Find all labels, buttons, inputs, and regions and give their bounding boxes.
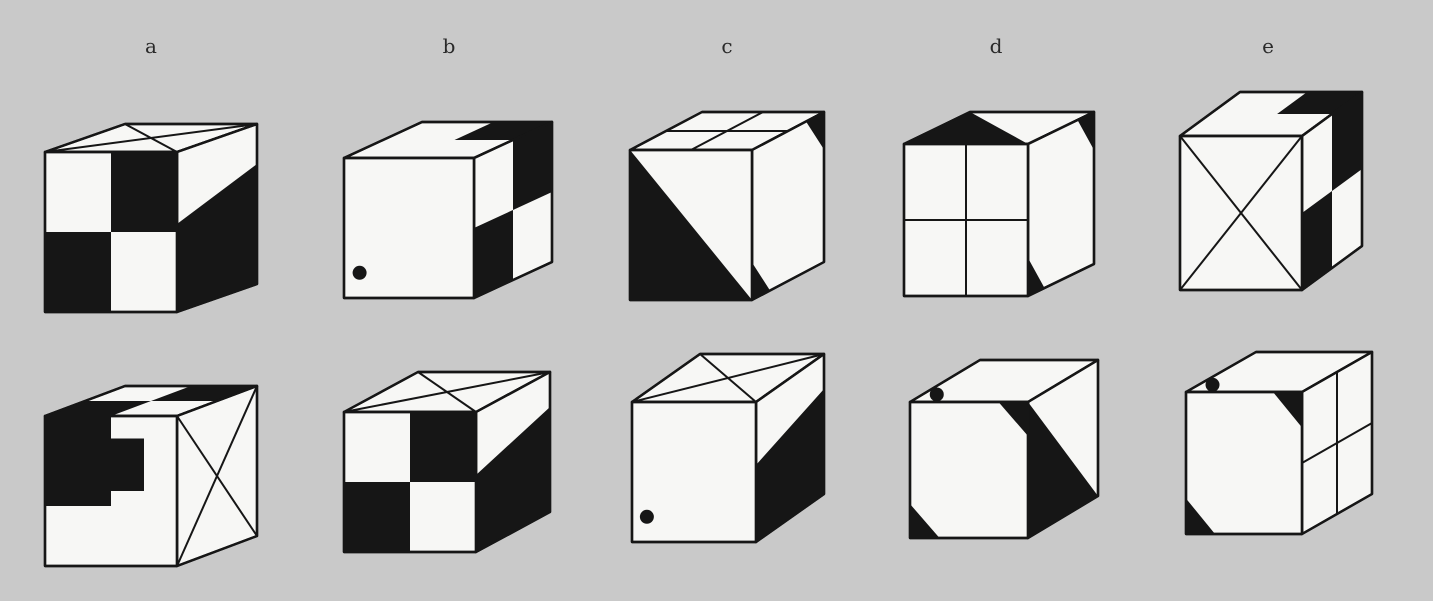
side-face-dark-triangle xyxy=(1028,258,1045,296)
top-face xyxy=(43,384,259,418)
top-face-dark-square xyxy=(454,122,552,140)
front-face-edge xyxy=(908,400,1030,540)
cube-e-top xyxy=(1178,90,1364,292)
top-face-dot xyxy=(929,387,944,402)
top-face-dark-square xyxy=(1277,92,1362,114)
front-face xyxy=(43,414,179,568)
front-face-edge xyxy=(1184,390,1304,536)
column-label-b: b xyxy=(442,34,456,58)
front-face-edge xyxy=(342,156,476,300)
column-label-e: e xyxy=(1262,34,1274,58)
front-face-dot xyxy=(352,265,367,280)
front-face-dark-triangle xyxy=(998,402,1028,436)
front-face xyxy=(1184,390,1304,536)
front-face-dark-region xyxy=(45,416,144,506)
front-face-dark-square xyxy=(45,232,111,312)
front-face-dot xyxy=(639,509,654,524)
front-face-edge xyxy=(43,414,179,568)
top-face-dot xyxy=(1205,377,1220,392)
front-face-dark-square xyxy=(410,412,476,482)
column-label-d: d xyxy=(989,34,1003,58)
side-face-dark-triangle xyxy=(752,262,770,300)
top-face-diagonal-line xyxy=(343,371,551,413)
front-face-diagonal-line xyxy=(1179,135,1303,291)
column-label-a: a xyxy=(145,34,157,58)
side-face-dark-square xyxy=(513,122,552,210)
side-face-dark-square xyxy=(474,210,513,298)
side-face xyxy=(754,352,826,544)
side-face xyxy=(1026,110,1096,298)
front-face-dark-triangle xyxy=(910,504,940,538)
side-face-dark-square xyxy=(1332,92,1362,191)
cube-e-bottom xyxy=(1184,350,1374,536)
front-face xyxy=(342,156,476,300)
front-face xyxy=(43,150,179,314)
side-face-divider-line xyxy=(1301,422,1373,464)
front-face-dark-triangle xyxy=(1186,498,1215,534)
side-face-dark-triangle xyxy=(1077,112,1094,150)
front-face-edge xyxy=(628,148,754,302)
side-face-dark-region xyxy=(756,389,824,542)
top-face xyxy=(902,110,1096,146)
top-face-dark-square xyxy=(151,386,257,401)
cube-d-bottom xyxy=(908,358,1100,540)
cube-b-top xyxy=(342,120,554,300)
side-face-dark-triangle xyxy=(806,112,824,150)
side-face-dark-triangle xyxy=(1028,402,1098,538)
top-face-diagonal-line xyxy=(631,353,825,403)
front-face-edge xyxy=(43,150,179,314)
front-face-dark-triangle xyxy=(630,150,752,300)
column-label-c: c xyxy=(721,34,733,58)
front-face-edge xyxy=(902,142,1030,298)
front-face xyxy=(908,400,1030,540)
front-face-dark-square xyxy=(344,482,410,552)
front-face xyxy=(1178,134,1304,292)
front-face xyxy=(342,410,478,554)
cube-c-bottom xyxy=(630,352,826,544)
top-face xyxy=(342,370,552,414)
front-face-edge xyxy=(1178,134,1304,292)
cube-b-bottom xyxy=(342,370,552,554)
side-face-dark-region xyxy=(476,407,550,552)
top-face-diagonal-line xyxy=(44,123,258,153)
front-face-dark-square xyxy=(111,152,177,232)
front-face-edge xyxy=(630,400,758,544)
front-face-edge xyxy=(342,410,478,554)
front-face xyxy=(630,400,758,544)
front-face xyxy=(902,142,1030,298)
cube-a-bottom xyxy=(43,384,259,568)
side-face xyxy=(175,384,259,568)
side-face-diagonal-line xyxy=(176,385,258,567)
front-face-dark-triangle xyxy=(1273,392,1302,428)
side-face xyxy=(1300,90,1364,292)
top-face-dark-triangle xyxy=(904,112,1028,144)
front-face-outline xyxy=(1184,390,1304,536)
side-face xyxy=(750,110,826,302)
top-face-dark-square xyxy=(45,401,151,416)
side-face xyxy=(1026,358,1100,540)
front-face xyxy=(628,148,754,302)
side-face-dark-square xyxy=(1302,191,1332,290)
side-face xyxy=(175,122,259,314)
cube-c-top xyxy=(628,110,826,302)
cube-a-top xyxy=(43,122,259,314)
side-face-dark-region xyxy=(177,164,257,312)
front-face-outline xyxy=(908,400,1030,540)
cube-d-top xyxy=(902,110,1096,298)
